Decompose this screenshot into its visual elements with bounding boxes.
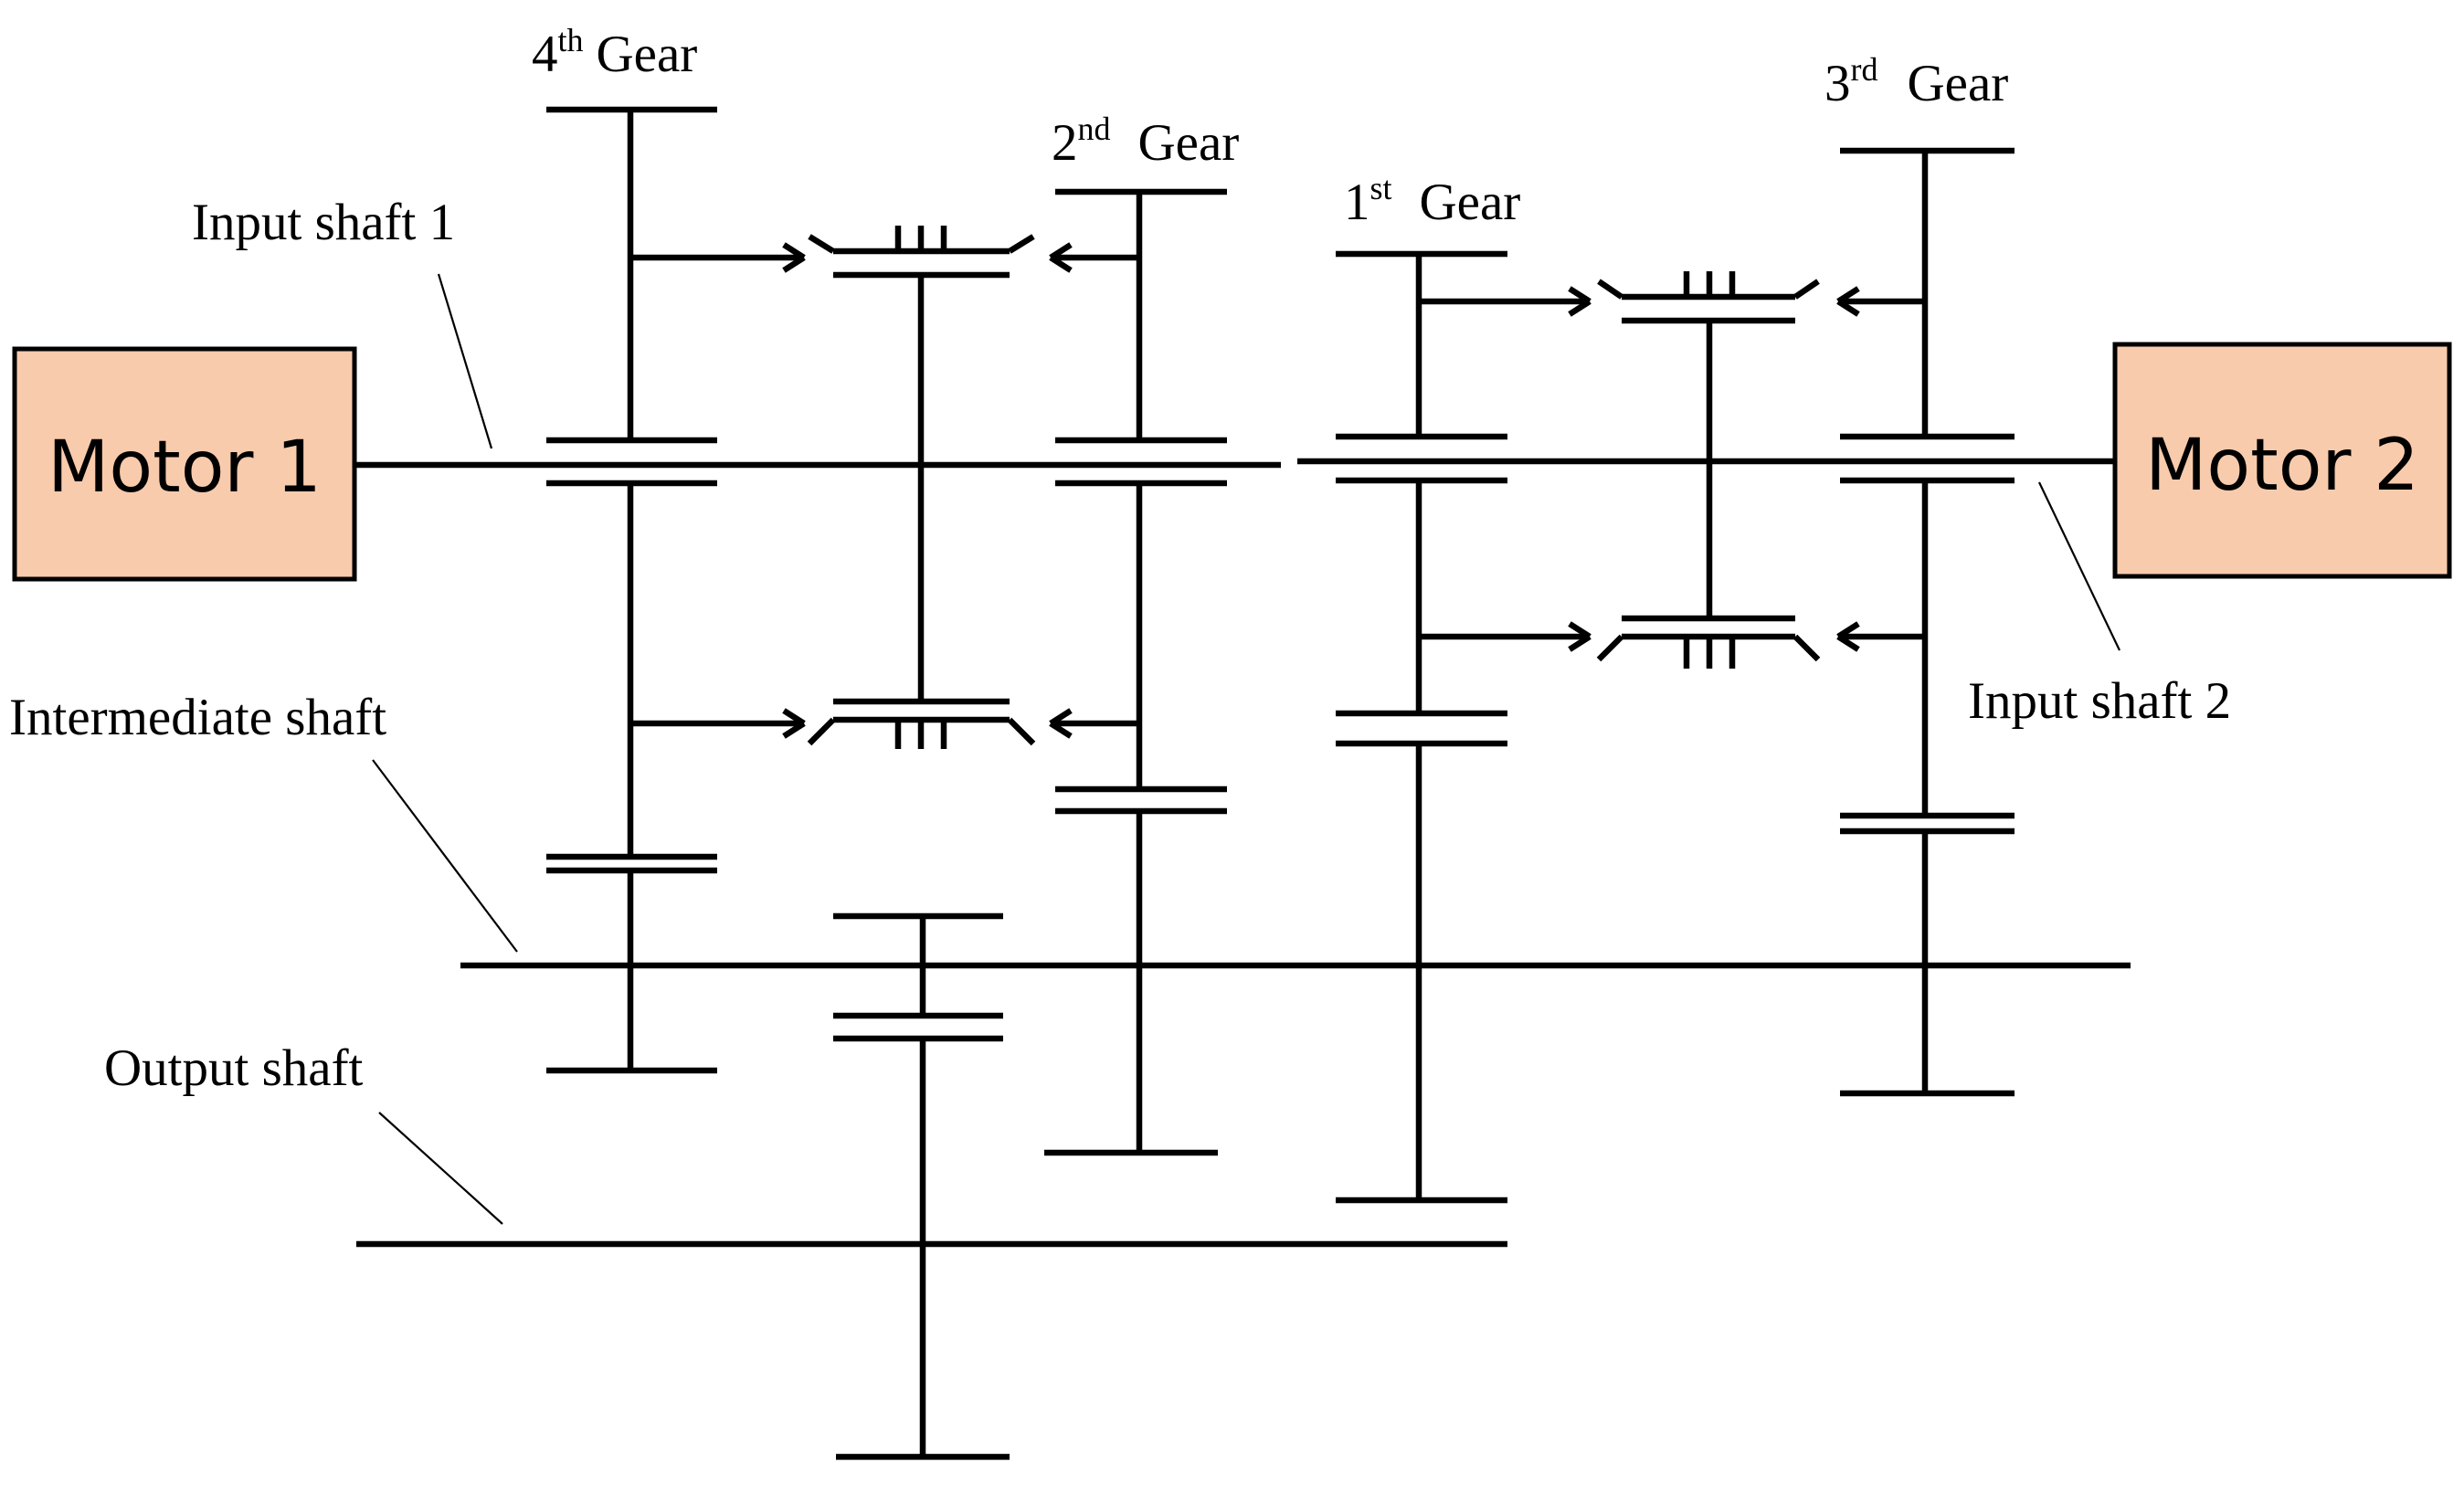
label-input-shaft-2: Input shaft 2 xyxy=(1968,672,2231,730)
synchronizer-1-3 xyxy=(1568,271,1860,669)
fourth-gear-assembly xyxy=(546,106,804,1074)
leader-input-shaft-2 xyxy=(2038,481,2120,651)
motor-2-box xyxy=(2112,342,2452,579)
leader-lines xyxy=(372,273,2120,1225)
label-input-shaft-1: Input shaft 1 xyxy=(192,194,455,251)
synchronizer-4-2 xyxy=(782,226,1073,749)
first-gear-assembly xyxy=(1336,250,1590,1204)
motor-1: Motor 1 xyxy=(12,346,357,582)
leader-intermediate-shaft xyxy=(372,759,518,953)
motor-2: Motor 2 xyxy=(2112,342,2452,579)
motor-1-label: Motor 1 xyxy=(48,427,322,509)
motor-1-box xyxy=(12,346,357,582)
label-intermediate-shaft: Intermediate shaft xyxy=(9,689,386,746)
leader-input-shaft-1 xyxy=(437,273,493,449)
motor-2-label: Motor 2 xyxy=(2145,425,2419,507)
leader-output-shaft xyxy=(378,1112,503,1225)
third-gear-assembly xyxy=(1838,147,2015,1097)
label-output-shaft: Output shaft xyxy=(104,1039,364,1097)
second-gear-assembly xyxy=(1044,188,1227,1156)
output-gear-assembly xyxy=(833,912,1010,1461)
